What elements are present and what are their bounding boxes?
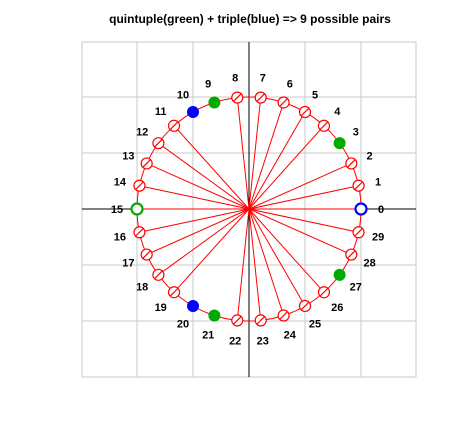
- point-label: 29: [372, 231, 384, 243]
- red-point-slash: [154, 138, 163, 148]
- spoke-line: [146, 162, 250, 210]
- point-label: 6: [287, 79, 293, 91]
- red-point-slash: [300, 107, 310, 117]
- spoke-line: [248, 102, 285, 210]
- point-label: 3: [353, 126, 359, 138]
- green-point: [208, 309, 221, 322]
- point-label: 7: [260, 73, 266, 85]
- point-label: 9: [205, 79, 211, 91]
- point-label: 27: [350, 282, 362, 294]
- blue-open-point: [354, 202, 368, 216]
- spoke-line: [236, 97, 250, 210]
- red-point-slash: [154, 270, 163, 280]
- spoke-line: [173, 208, 250, 293]
- green-point: [333, 268, 346, 281]
- red-point-slash: [169, 121, 179, 131]
- green-point: [208, 96, 221, 109]
- spoke-line: [248, 97, 262, 210]
- points: [130, 91, 368, 327]
- spoke-line: [248, 208, 306, 307]
- point-label: 15: [111, 204, 123, 216]
- point-label: 0: [378, 204, 384, 216]
- point-label: 4: [334, 106, 341, 118]
- red-point-slash: [256, 93, 265, 102]
- red-point-slash: [300, 301, 310, 311]
- red-point-slash: [279, 98, 288, 107]
- spoke-line: [248, 208, 285, 316]
- point-label: 2: [367, 150, 373, 162]
- point-label: 22: [229, 335, 241, 347]
- spoke-line: [146, 208, 250, 256]
- point-label: 21: [202, 330, 214, 342]
- red-point-slash: [142, 250, 151, 259]
- point-label: 5: [312, 90, 318, 102]
- red-point-slash: [354, 228, 363, 237]
- red-point-slash: [347, 250, 356, 259]
- spokes: [137, 97, 361, 321]
- green-point: [333, 137, 346, 150]
- spoke-line: [158, 208, 250, 276]
- point-label: 17: [122, 258, 134, 270]
- point-label: 23: [257, 335, 269, 347]
- spoke-line: [248, 208, 359, 233]
- point-label: 28: [363, 258, 375, 270]
- spoke-line: [139, 208, 250, 233]
- point-label: 16: [114, 231, 126, 243]
- red-point-slash: [319, 121, 329, 131]
- point-label: 18: [136, 282, 148, 294]
- point-label: 26: [331, 302, 343, 314]
- red-point-slash: [279, 311, 288, 320]
- red-point-slash: [319, 287, 329, 297]
- red-point-slash: [256, 316, 265, 325]
- diagram-title: quintuple(green) + triple(blue) => 9 pos…: [109, 12, 391, 26]
- spoke-line: [139, 185, 250, 210]
- red-point-slash: [347, 159, 356, 168]
- blue-point: [187, 299, 199, 312]
- spoke-line: [248, 208, 325, 293]
- point-label: 11: [155, 106, 167, 118]
- point-label: 1: [375, 177, 381, 189]
- point-label: 14: [114, 177, 127, 189]
- green-open-point: [130, 202, 144, 216]
- red-point-slash: [135, 181, 144, 190]
- point-label: 12: [136, 126, 148, 138]
- red-point-slash: [233, 316, 242, 325]
- spoke-line: [248, 208, 262, 321]
- spoke-line: [173, 125, 250, 210]
- spoke-line: [248, 162, 352, 210]
- point-label: 24: [284, 330, 297, 342]
- red-point-slash: [354, 181, 363, 190]
- spoke-line: [248, 185, 359, 210]
- blue-point: [187, 106, 199, 119]
- point-label: 8: [232, 73, 238, 85]
- point-label: 10: [177, 90, 189, 102]
- spoke-line: [248, 111, 306, 210]
- point-label: 19: [155, 302, 167, 314]
- spoke-line: [236, 208, 250, 321]
- red-point-slash: [233, 93, 242, 102]
- red-point-slash: [142, 159, 151, 168]
- spoke-line: [248, 125, 325, 210]
- point-label: 25: [309, 318, 321, 330]
- spoke-line: [158, 142, 250, 210]
- spoke-line: [248, 208, 352, 256]
- red-point-slash: [135, 228, 144, 237]
- point-label: 20: [177, 318, 189, 330]
- point-label: 13: [122, 150, 134, 162]
- red-point-slash: [169, 287, 179, 297]
